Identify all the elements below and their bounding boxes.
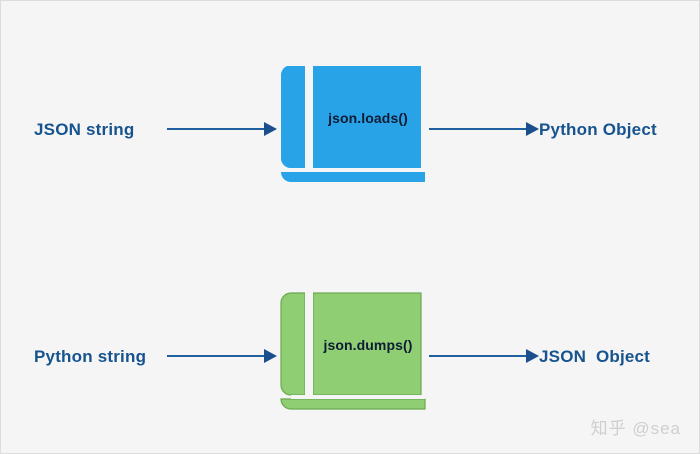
arrow-dumps-to-json-object <box>429 349 539 363</box>
arrow-shaft <box>429 355 527 357</box>
arrow-shaft <box>167 355 265 357</box>
arrow-head-icon <box>264 349 277 363</box>
label-json-string: JSON string <box>34 120 135 139</box>
book-icon-json-loads: json.loads() <box>275 64 427 190</box>
arrow-head-icon <box>526 349 539 363</box>
arrow-shaft <box>167 128 265 130</box>
arrow-json-string-to-loads <box>167 122 277 136</box>
arrow-head-icon <box>526 122 539 136</box>
arrow-loads-to-python-object <box>429 122 539 136</box>
book-icon-json-dumps: json.dumps() <box>275 291 427 417</box>
arrow-shaft <box>429 128 527 130</box>
label-python-string: Python string <box>34 347 147 366</box>
arrow-python-string-to-dumps <box>167 349 277 363</box>
arrow-head-icon <box>264 122 277 136</box>
label-json-object: JSON Object <box>539 347 651 366</box>
watermark: 知乎 @sea <box>590 419 681 438</box>
label-python-object: Python Object <box>539 120 657 139</box>
